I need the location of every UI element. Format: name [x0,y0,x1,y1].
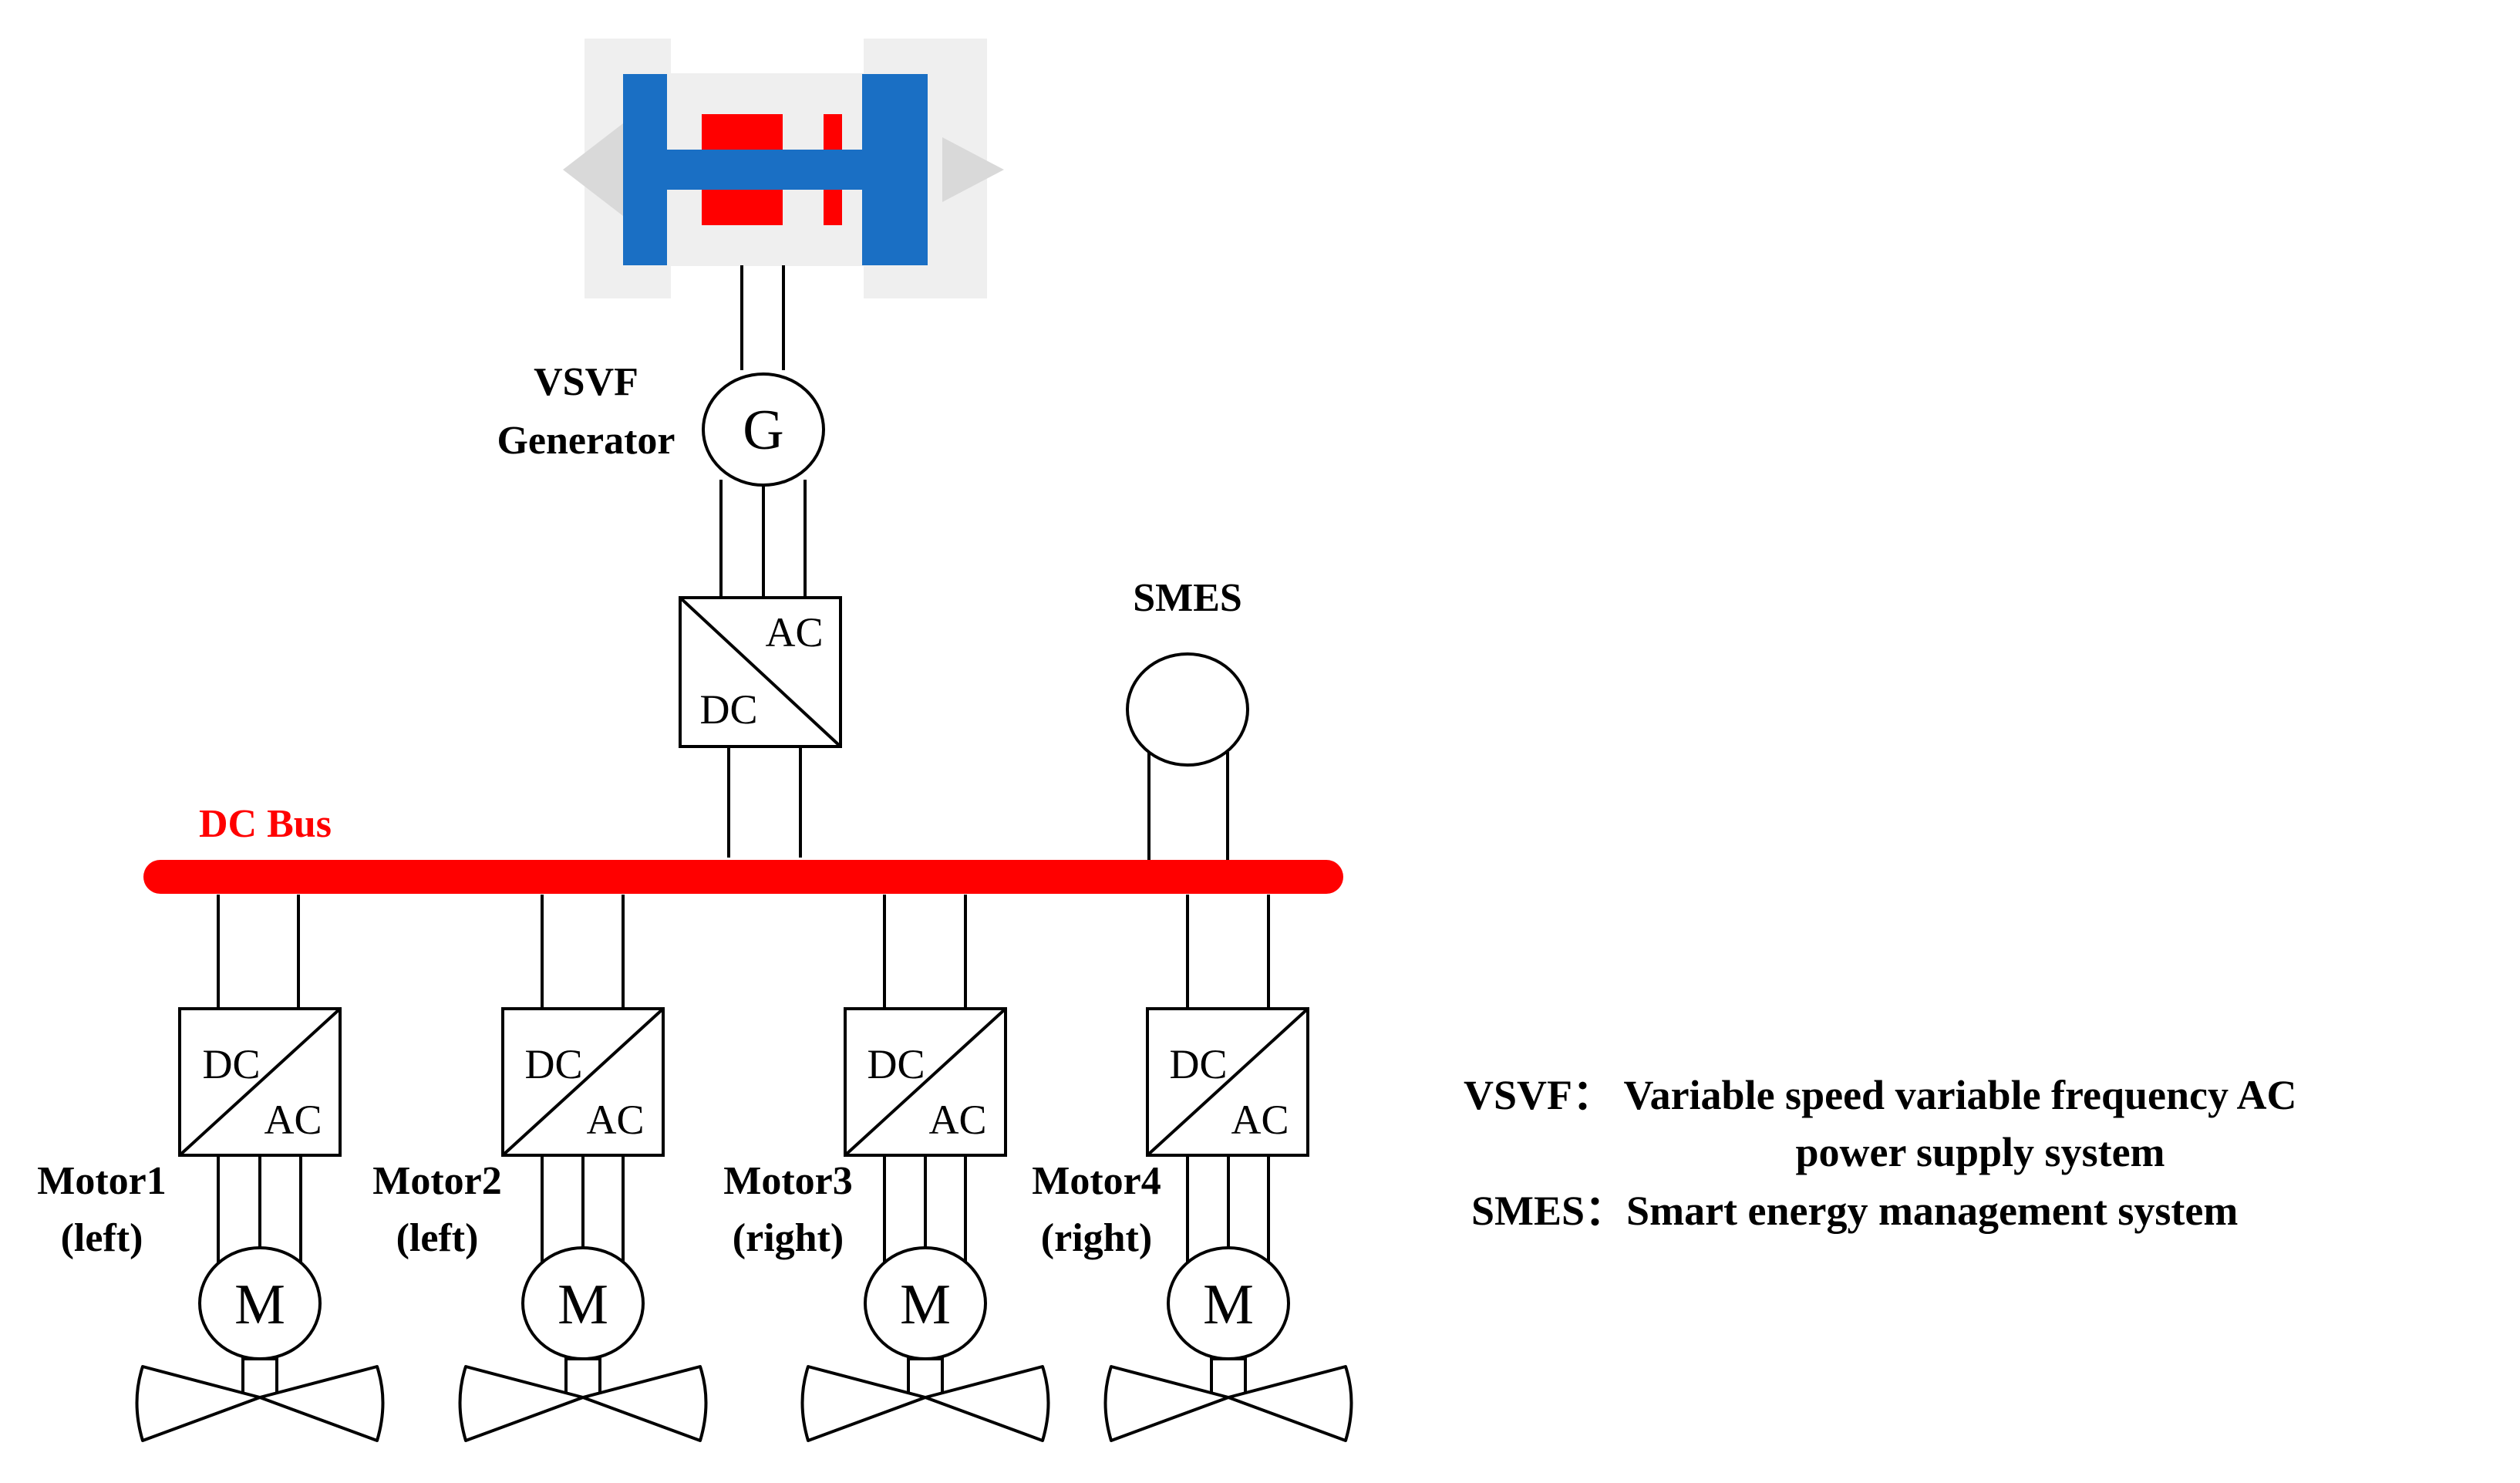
smes: SMES [1126,576,1249,862]
motor4-propeller-icon [1103,1365,1353,1442]
motor1-name: Motor1 [37,1159,166,1203]
motor-branch-4: DC AC Motor4 (right) M [1032,895,1353,1442]
motor2-converter-ac: AC [586,1097,644,1143]
dc-bus-label: DC Bus [199,802,332,846]
generator-bus-wires [727,747,802,858]
motor3-symbol: M [900,1273,951,1336]
motor3-converter-ac: AC [928,1097,986,1143]
motor-branch-3: DC AC Motor3 (right) M [723,895,1050,1442]
smes-label: SMES [1133,576,1242,620]
motor3-converter-dc: DC [867,1041,925,1087]
motor1-side: (left) [61,1216,143,1260]
motor-branch-2: DC AC Motor2 (left) M [372,895,708,1442]
generator-label-line2: Generator [497,419,675,463]
legend-vsvf-line2: power supply system [1795,1129,2165,1175]
legend-vsvf-line1: VSVF： Variable speed variable frequency … [1464,1072,2297,1118]
legend: VSVF： Variable speed variable frequency … [1464,1072,2297,1234]
motor4-side: (right) [1041,1216,1152,1260]
motor1-symbol: M [234,1273,285,1336]
motor1-converter-dc: DC [202,1041,260,1087]
generator: G VSVF Generator [497,360,825,487]
motor4-converter-ac: AC [1231,1097,1289,1143]
motor3-propeller-icon [800,1365,1050,1442]
legend-smes-line: SMES：Smart energy management system [1471,1188,2238,1234]
motor2-side: (left) [396,1216,479,1260]
motor3-name: Motor3 [723,1159,852,1203]
smes-circle [1126,652,1249,767]
motor1-propeller-icon [135,1365,385,1442]
generator-label-line1: VSVF [534,360,638,404]
motor2-converter-dc: DC [524,1041,582,1087]
motor4-name: Motor4 [1032,1159,1161,1203]
motor4-symbol: M [1203,1273,1254,1336]
generator-converter-ac: AC [765,609,823,656]
generator-wires [719,480,807,598]
motor4-converter-dc: DC [1169,1041,1227,1087]
motor-branch-1: DC AC Motor1 (left) M [37,895,385,1442]
dc-bus: DC Bus [143,802,1343,894]
motor2-name: Motor2 [372,1159,501,1203]
motor2-symbol: M [558,1273,608,1336]
generator-converter: AC DC [679,596,842,748]
generator-symbol: G [743,399,783,462]
motor3-side: (right) [733,1216,844,1260]
motor2-propeller-icon [458,1365,708,1442]
motor1-converter-ac: AC [264,1097,322,1143]
generator-converter-dc: DC [699,686,757,733]
engine-shaft [740,265,785,370]
engine-icon [563,39,1004,298]
